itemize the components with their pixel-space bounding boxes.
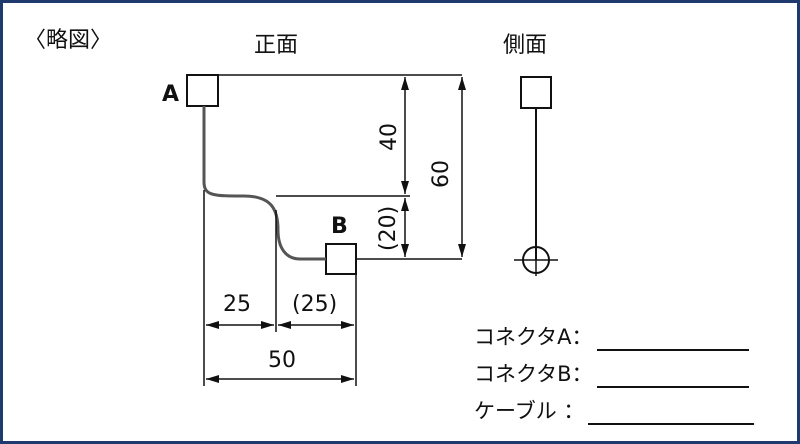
- field-connector-b: コネクタB：: [474, 351, 754, 388]
- answer-blank[interactable]: [596, 364, 749, 388]
- field-label: コネクタA：: [474, 325, 593, 349]
- cable-line: [202, 106, 326, 261]
- field-label: コネクタB：: [474, 362, 593, 386]
- dim-label-20-ref: (20): [376, 205, 401, 251]
- dim-label-50: 50: [268, 348, 296, 373]
- side-connector-box: [520, 76, 552, 109]
- field-connector-a: コネクタA：: [474, 314, 754, 351]
- dim-label-60: 60: [429, 160, 454, 188]
- diagram-title: 〈略図〉: [24, 28, 113, 53]
- connector-a-box: [186, 74, 219, 107]
- field-label: ケーブル ：: [474, 399, 585, 423]
- connector-b-label: B: [331, 214, 348, 239]
- dim-label-25: 25: [223, 292, 251, 317]
- dim-label-40: 40: [377, 123, 402, 151]
- front-view-label: 正面: [254, 33, 299, 58]
- answer-blank[interactable]: [588, 401, 755, 425]
- connector-a-label: A: [162, 82, 180, 107]
- field-cable: ケーブル ：: [474, 388, 755, 425]
- dim-label-25-ref: (25): [292, 292, 338, 317]
- connector-b-box: [325, 243, 357, 275]
- answer-blank[interactable]: [596, 327, 749, 351]
- side-view-label: 側面: [503, 33, 548, 58]
- answer-fields: コネクタA： コネクタB： ケーブル ：: [474, 314, 755, 425]
